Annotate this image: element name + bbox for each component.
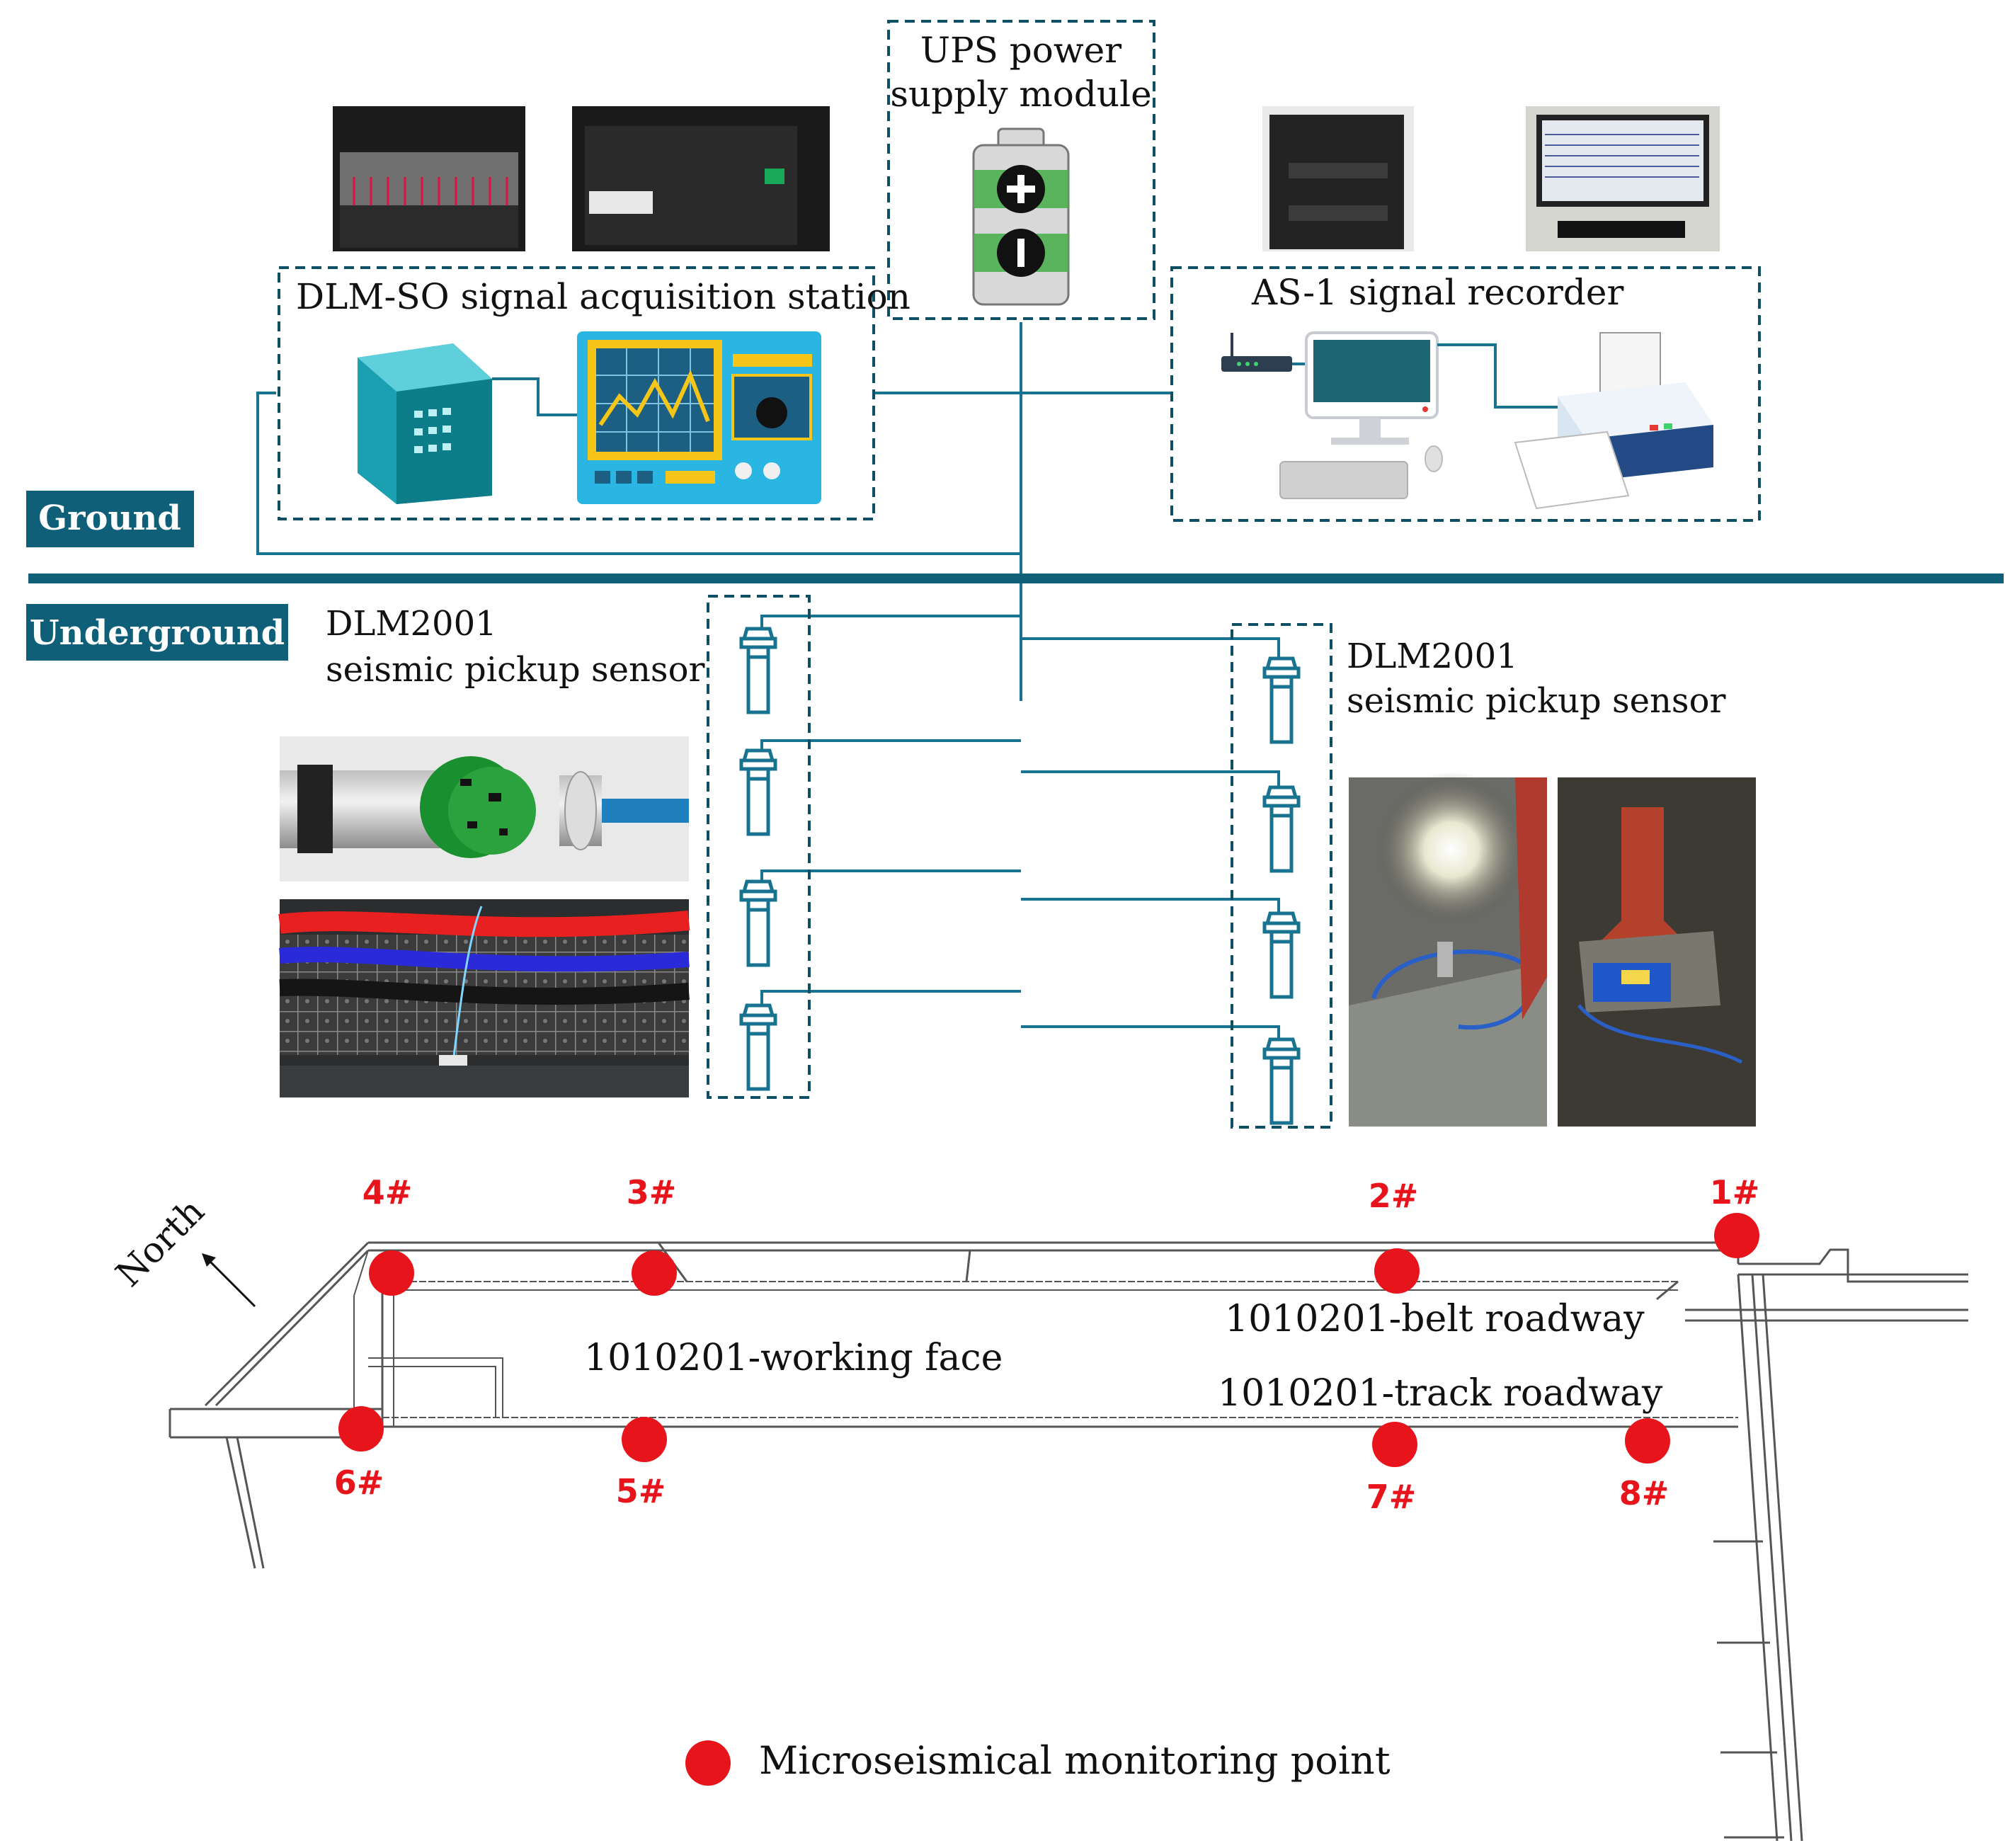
sensor-left-line2: seismic pickup sensor [326, 650, 704, 690]
acquisition-title: DLM-SO signal acquisition station [296, 276, 911, 317]
monitoring-points [338, 1213, 1759, 1467]
monitoring-point-7 [1372, 1422, 1417, 1467]
recorder-title: AS-1 signal recorder [1251, 272, 1623, 313]
signal-analyzer-icon [577, 331, 821, 504]
ups-title-line1: UPS power [920, 30, 1121, 71]
point-label-8: 8# [1619, 1474, 1669, 1512]
signal-recorder: AS-1 signal recorder [1170, 266, 1761, 522]
monitoring-point-5 [622, 1417, 667, 1462]
ground-label: Ground [38, 498, 181, 538]
monitoring-point-3 [632, 1250, 677, 1296]
seismic-sensor-icon [741, 629, 775, 712]
acquisition-rack-photo [333, 106, 525, 251]
north-label: North [108, 1190, 212, 1294]
connection-lines [256, 322, 1280, 1039]
north-arrow: North [108, 1190, 256, 1308]
legend-point-icon [685, 1740, 731, 1786]
router-icon [1221, 333, 1292, 372]
battery-icon [972, 127, 1070, 306]
legend: Microseismical monitoring point [685, 1738, 1391, 1786]
monitoring-point-1 [1714, 1213, 1759, 1258]
roadway-installation-image [278, 899, 690, 1097]
sensor-3d-model-image [280, 736, 689, 882]
sensor-column-right [1231, 623, 1332, 1129]
point-label-7: 7# [1366, 1478, 1417, 1516]
point-label-2: 2# [1369, 1177, 1419, 1215]
underground-label: Underground [30, 613, 285, 653]
field-sensor-photo-2 [1558, 777, 1756, 1127]
point-label-5: 5# [616, 1472, 666, 1510]
desktop-computer-icon [1279, 331, 1443, 499]
ground-divider-line [28, 574, 2004, 583]
seismic-sensor-icon [1265, 913, 1298, 997]
seismic-sensor-icon [741, 751, 775, 834]
underground-band [26, 604, 288, 661]
server-tower-icon [358, 343, 492, 504]
computer-case-photo [572, 106, 830, 251]
recorder-monitor-photo [1526, 106, 1720, 251]
point-label-1: 1# [1710, 1173, 1760, 1211]
working-face-label: 1010201-working face [584, 1337, 1003, 1379]
printer-icon [1514, 332, 1713, 510]
seismic-sensor-icon [741, 1005, 775, 1089]
acquisition-station: DLM-SO signal acquisition station [278, 266, 911, 520]
sensor-right-line1: DLM2001 [1347, 637, 1518, 676]
field-sensor-photo-1 [1349, 772, 1547, 1127]
arrow-head-icon [202, 1253, 216, 1267]
ground-band [26, 491, 194, 547]
point-label-3: 3# [627, 1173, 677, 1211]
sensor-column-left [707, 595, 811, 1099]
legend-label: Microseismical monitoring point [759, 1738, 1391, 1783]
seismic-sensor-icon [741, 882, 775, 965]
mine-roadway-map [169, 1241, 1968, 1842]
ups-power-supply-module: UPS power supply module [887, 20, 1155, 320]
belt-roadway-label: 1010201-belt roadway [1225, 1298, 1645, 1340]
sensor-right-line2: seismic pickup sensor [1347, 681, 1725, 721]
point-label-4: 4# [363, 1173, 413, 1211]
track-roadway-label: 1010201-track roadway [1218, 1372, 1663, 1415]
sensor-left-line1: DLM2001 [326, 604, 497, 644]
seismic-sensor-icon [1265, 658, 1298, 742]
monitoring-point-2 [1374, 1248, 1420, 1294]
monitoring-point-6 [338, 1406, 384, 1451]
recorder-cabinet-photo [1262, 106, 1414, 251]
ups-title-line2: supply module [890, 74, 1151, 115]
monitoring-point-8 [1625, 1418, 1670, 1464]
monitoring-point-4 [369, 1250, 414, 1296]
monitoring-point-labels: 1# 2# 3# 4# 5# 6# 7# 8# [334, 1173, 1760, 1516]
seismic-sensor-icon [1265, 1039, 1298, 1123]
seismic-sensor-icon [1265, 787, 1298, 871]
point-label-6: 6# [334, 1464, 384, 1502]
